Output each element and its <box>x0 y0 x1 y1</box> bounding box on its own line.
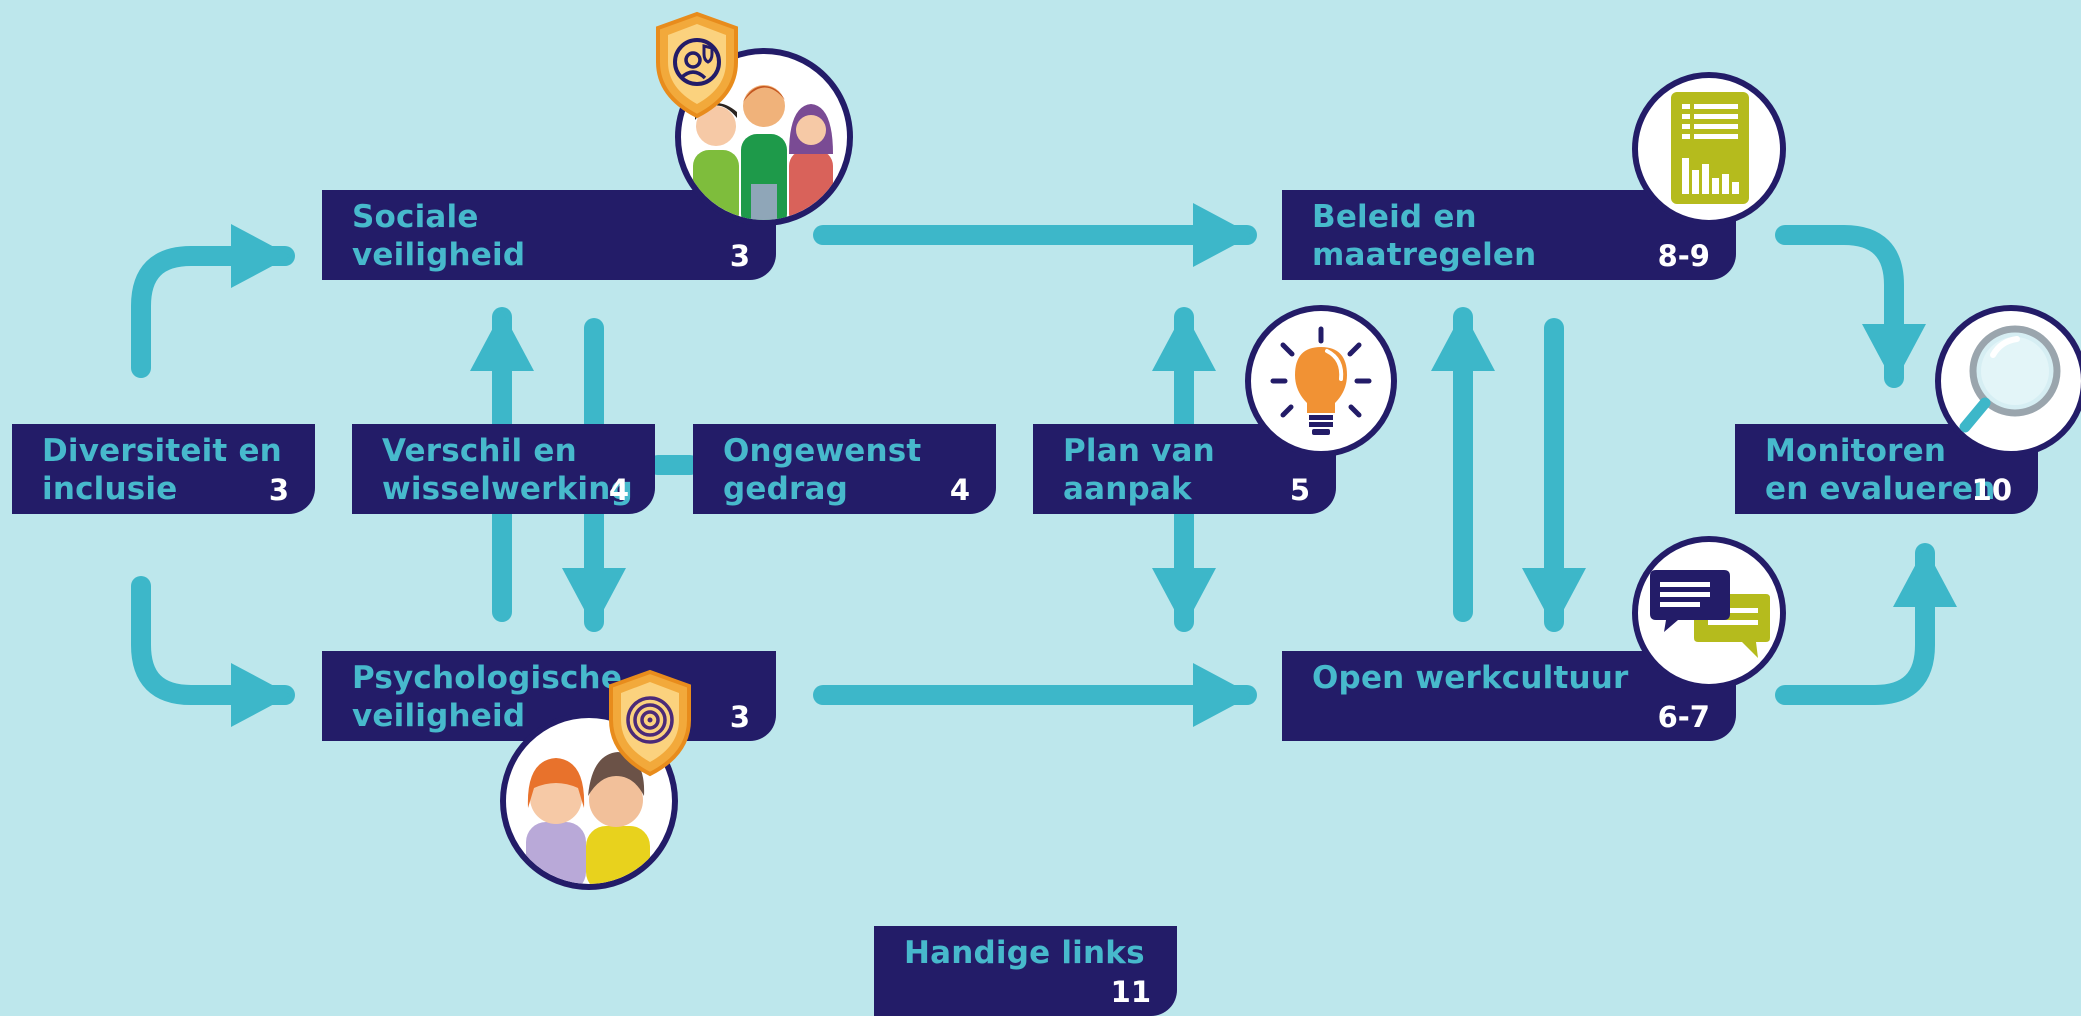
node-page-number: 3 <box>729 700 750 734</box>
node-page-number: 3 <box>268 473 289 507</box>
node-handige-links[interactable]: Handige links 11 <box>874 926 1177 1016</box>
node-ongewenst-gedrag[interactable]: Ongewenst gedrag 4 <box>693 424 996 514</box>
node-title: Plan van aanpak <box>1063 433 1215 507</box>
chat-bubbles-icon <box>1632 536 1786 690</box>
arrow-open-to-monitoren <box>1775 543 1957 705</box>
node-beleid-en-maatregelen[interactable]: Beleid en maatregelen 8-9 <box>1282 190 1736 280</box>
node-title: Verschil en wisselwerking <box>382 433 633 507</box>
node-title: Monitoren en evalueren <box>1765 433 1996 507</box>
node-diversiteit-en-inclusie[interactable]: Diversiteit en inclusie 3 <box>12 424 315 514</box>
arrow-beleid-to-monitoren <box>1775 225 1926 388</box>
node-title: Beleid en maatregelen <box>1312 199 1537 273</box>
node-title: Psychologische veiligheid <box>352 660 623 734</box>
node-page-number: 4 <box>608 473 629 507</box>
node-page-number: 11 <box>1110 975 1151 1009</box>
shield-spiral-icon <box>609 669 691 777</box>
node-page-number: 8-9 <box>1657 239 1710 273</box>
node-page-number: 5 <box>1289 473 1310 507</box>
node-page-number: 6-7 <box>1657 700 1710 734</box>
node-title: Open werkcultuur <box>1312 660 1629 696</box>
node-title: Handige links <box>904 935 1145 971</box>
node-sociale-veiligheid[interactable]: Sociale veiligheid 3 <box>322 190 776 280</box>
arrow-diversiteit-to-psychologische <box>131 576 295 727</box>
shield-person-icon <box>656 11 738 119</box>
magnifying-glass-icon <box>1935 305 2081 457</box>
node-title: Ongewenst gedrag <box>723 433 922 507</box>
node-title: Sociale veiligheid <box>352 199 526 273</box>
node-verschil-en-wisselwerking[interactable]: Verschil en wisselwerking 4 <box>352 424 655 514</box>
lightbulb-icon <box>1245 305 1397 457</box>
report-chart-icon <box>1632 72 1786 226</box>
node-page-number: 3 <box>729 239 750 273</box>
arrow-diversiteit-to-sociale <box>131 224 295 378</box>
node-psychologische-veiligheid[interactable]: Psychologische veiligheid 3 <box>322 651 776 741</box>
node-page-number: 10 <box>1971 473 2012 507</box>
node-title: Diversiteit en inclusie <box>42 433 282 507</box>
node-page-number: 4 <box>949 473 970 507</box>
